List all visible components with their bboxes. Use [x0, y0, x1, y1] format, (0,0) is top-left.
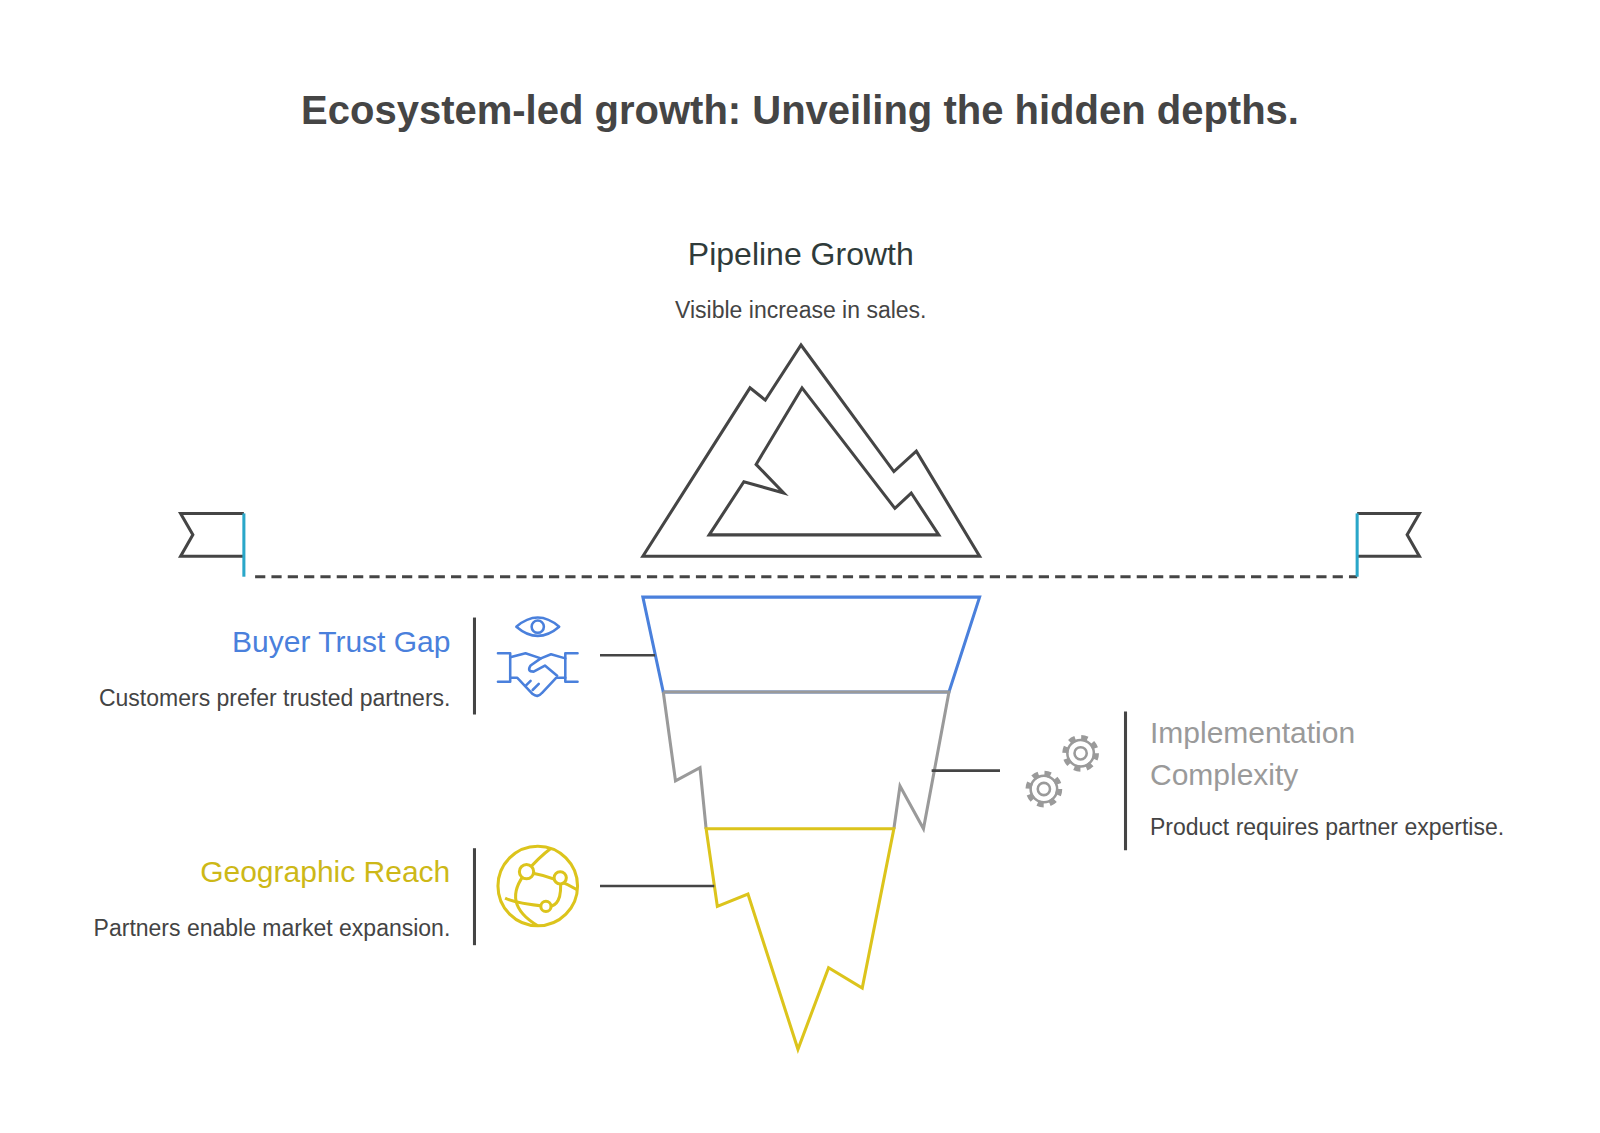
label-description: Product requires partner expertise.	[1150, 814, 1506, 842]
complexity-label: Implementation ComplexityProduct require…	[1150, 712, 1506, 842]
label-heading: Pipeline Growth	[674, 232, 927, 277]
label-description: Customers prefer trusted partners.	[97, 685, 450, 713]
globe-icon	[498, 846, 578, 926]
label-heading: Implementation Complexity	[1150, 712, 1420, 796]
label-description: Partners enable market expansion.	[92, 915, 450, 943]
label-heading: Geographic Reach	[92, 851, 450, 893]
label-heading: Buyer Trust Gap	[97, 621, 450, 663]
label-description: Visible increase in sales.	[674, 297, 927, 325]
trust-icon	[498, 618, 578, 696]
label-bar	[1124, 711, 1127, 850]
trust-label: Buyer Trust GapCustomers prefer trusted …	[97, 621, 450, 713]
flag	[1357, 513, 1419, 556]
waterline	[255, 575, 1357, 578]
iceberg-tip	[643, 345, 980, 556]
complexity-band	[663, 692, 949, 829]
diagram-title: Ecosystem-led growth: Unveiling the hidd…	[301, 86, 1299, 134]
leader-line	[600, 885, 714, 888]
reach-label: Geographic ReachPartners enable market e…	[92, 851, 450, 943]
reach-band	[706, 829, 894, 1049]
flag-pole	[1356, 513, 1359, 576]
leader-line	[600, 654, 655, 657]
flag-pole	[242, 513, 245, 576]
trust-band	[643, 597, 980, 692]
gears-icon	[1029, 738, 1096, 804]
flag	[181, 513, 244, 556]
tip-label: Pipeline GrowthVisible increase in sales…	[674, 232, 927, 324]
label-bar	[473, 618, 476, 715]
leader-line	[932, 769, 1000, 772]
iceberg-tip-inner	[709, 388, 939, 535]
label-bar	[473, 848, 476, 945]
